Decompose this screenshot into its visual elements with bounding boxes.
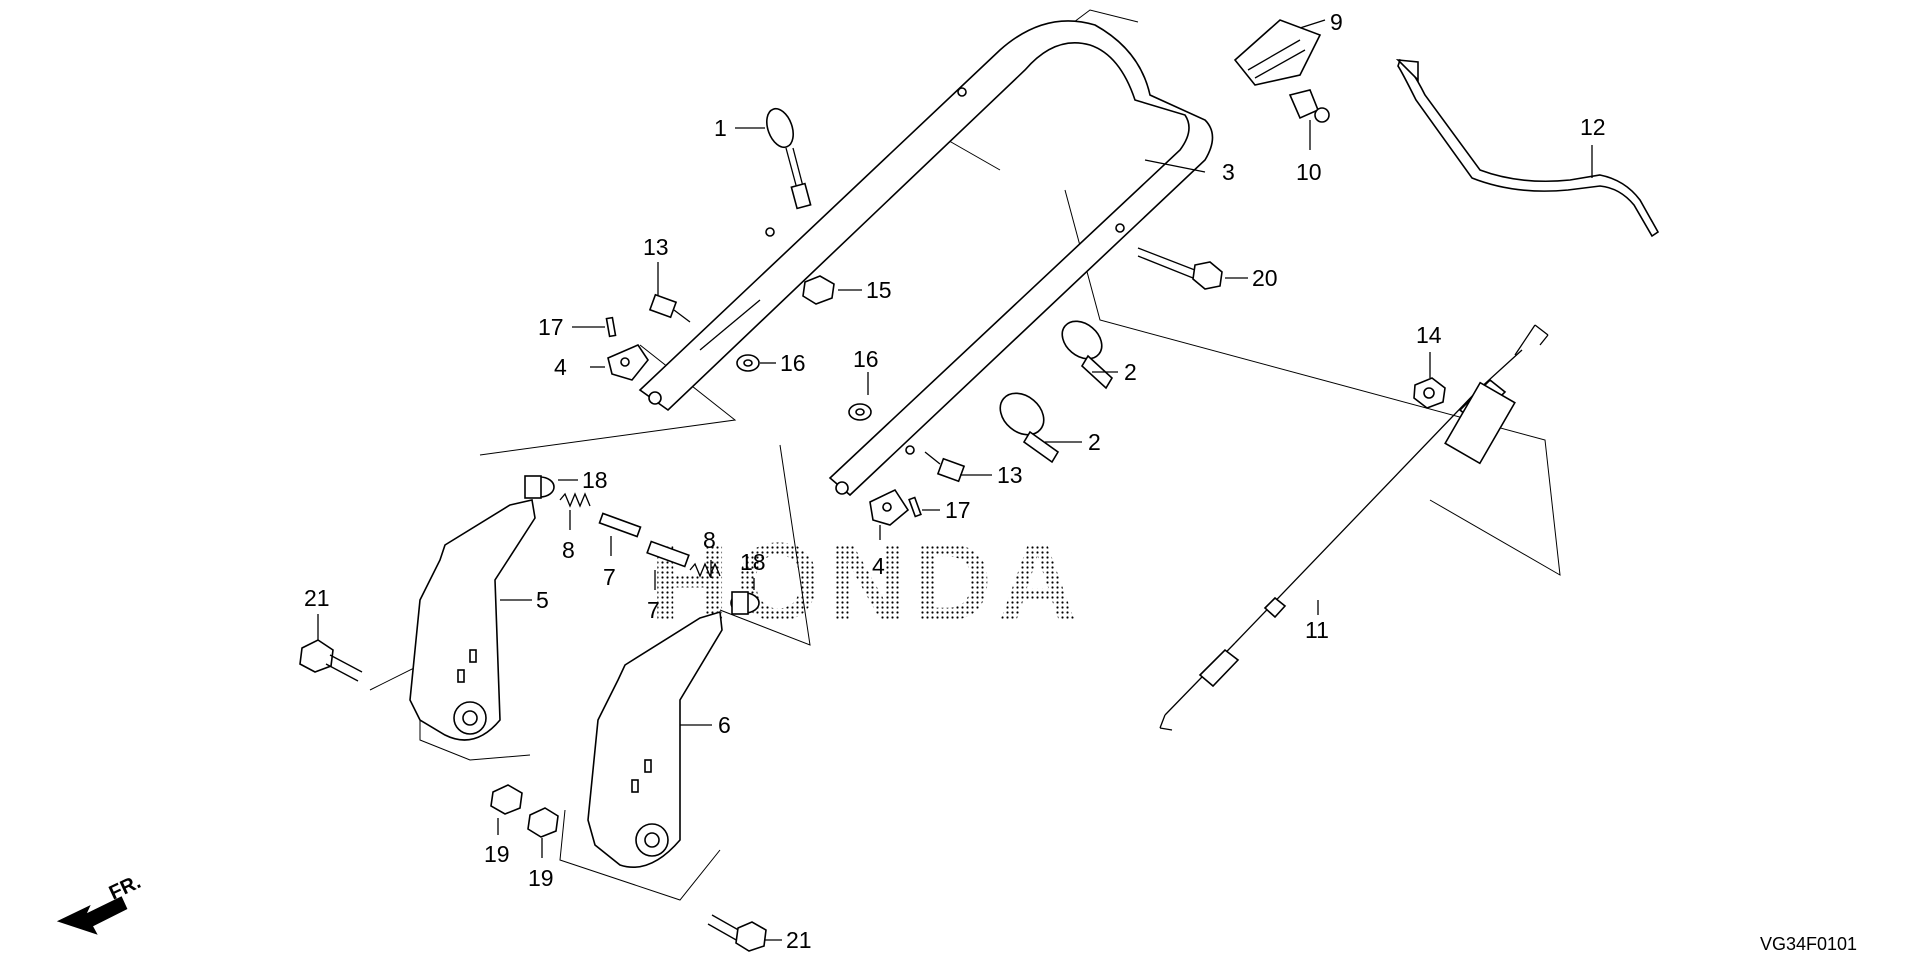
- leader-lines: [317, 19, 1593, 941]
- part-10-clip: [1288, 89, 1330, 123]
- part-7-pin-lower: [646, 540, 690, 568]
- callout-12: 12: [1580, 114, 1606, 140]
- callout-4-lower: 4: [872, 553, 885, 579]
- callout-7-lower: 7: [647, 597, 660, 623]
- part-20-bolt: [1137, 247, 1223, 290]
- part-13-screw-lower: [924, 451, 966, 483]
- part-12-control-lever: [1395, 58, 1660, 238]
- part-18-collar-lower: [730, 591, 760, 615]
- callout-10: 10: [1296, 159, 1322, 185]
- callout-16-lower: 16: [853, 346, 879, 372]
- callout-17-upper: 17: [538, 314, 564, 340]
- part-8-spring-lower: [689, 562, 721, 578]
- part-4-cam-upper: [607, 344, 649, 381]
- part-6-bracket: [587, 610, 723, 869]
- callout-4-upper: 4: [554, 354, 567, 380]
- guide-planes: [369, 9, 1561, 901]
- part-15-nut: [802, 275, 835, 305]
- part-11-cable: [1159, 324, 1549, 731]
- part-21-bolt-right: [707, 914, 767, 952]
- callout-14: 14: [1416, 322, 1442, 348]
- part-17-pin-lower: [908, 496, 922, 518]
- callout-2-upper: 2: [1124, 359, 1137, 385]
- part-17-pin-upper: [605, 316, 617, 338]
- callout-7-upper: 7: [603, 564, 616, 590]
- callout-17-lower: 17: [945, 497, 971, 523]
- part-16-washer-lower: [848, 403, 872, 421]
- part-14-nut: [1413, 377, 1446, 409]
- part-5-bracket: [409, 499, 536, 741]
- part-4-cam-lower: [869, 488, 910, 526]
- callout-labels: 1 2 2 3 4 4 5 6 7 7 8 8 9 10 11 12 13 13…: [304, 9, 1606, 953]
- front-label: FR.: [106, 871, 144, 905]
- part-19-nut-right: [527, 807, 559, 838]
- callout-13-lower: 13: [997, 462, 1023, 488]
- callout-16-upper: 16: [780, 350, 806, 376]
- callout-6: 6: [718, 712, 731, 738]
- callout-18-lower: 18: [740, 549, 766, 575]
- front-direction-arrow: FR.: [56, 871, 144, 935]
- callout-21-right: 21: [786, 927, 812, 953]
- diagram-code: VG34F0101: [1760, 934, 1857, 954]
- callout-19-right: 19: [528, 865, 554, 891]
- callout-8-upper: 8: [562, 537, 575, 563]
- callout-8-lower: 8: [703, 527, 716, 553]
- part-2-knob-lower: [999, 392, 1060, 464]
- part-8-spring-upper: [559, 492, 591, 508]
- part-7-pin-upper: [598, 512, 642, 538]
- callout-18-upper: 18: [582, 467, 608, 493]
- callout-5: 5: [536, 587, 549, 613]
- part-13-screw-upper: [648, 293, 691, 323]
- part-18-collar-upper: [524, 475, 555, 499]
- callout-1: 1: [714, 115, 727, 141]
- callout-13-upper: 13: [643, 234, 669, 260]
- callout-9: 9: [1330, 9, 1343, 35]
- callout-11: 11: [1305, 617, 1329, 643]
- part-9-lever-holder: [1233, 19, 1322, 86]
- part-21-bolt-left: [299, 639, 363, 682]
- part-2-knob-upper: [1061, 320, 1114, 390]
- callout-21-left: 21: [304, 585, 330, 611]
- part-19-nut-left: [490, 784, 523, 815]
- callout-20: 20: [1252, 265, 1278, 291]
- part-1-eyebolt: [766, 107, 812, 210]
- part-16-washer-upper: [736, 354, 760, 372]
- handle-pipe: [638, 20, 1214, 497]
- callout-2-lower: 2: [1088, 429, 1101, 455]
- callout-3: 3: [1222, 159, 1235, 185]
- callout-15: 15: [866, 277, 892, 303]
- callout-19-left: 19: [484, 841, 510, 867]
